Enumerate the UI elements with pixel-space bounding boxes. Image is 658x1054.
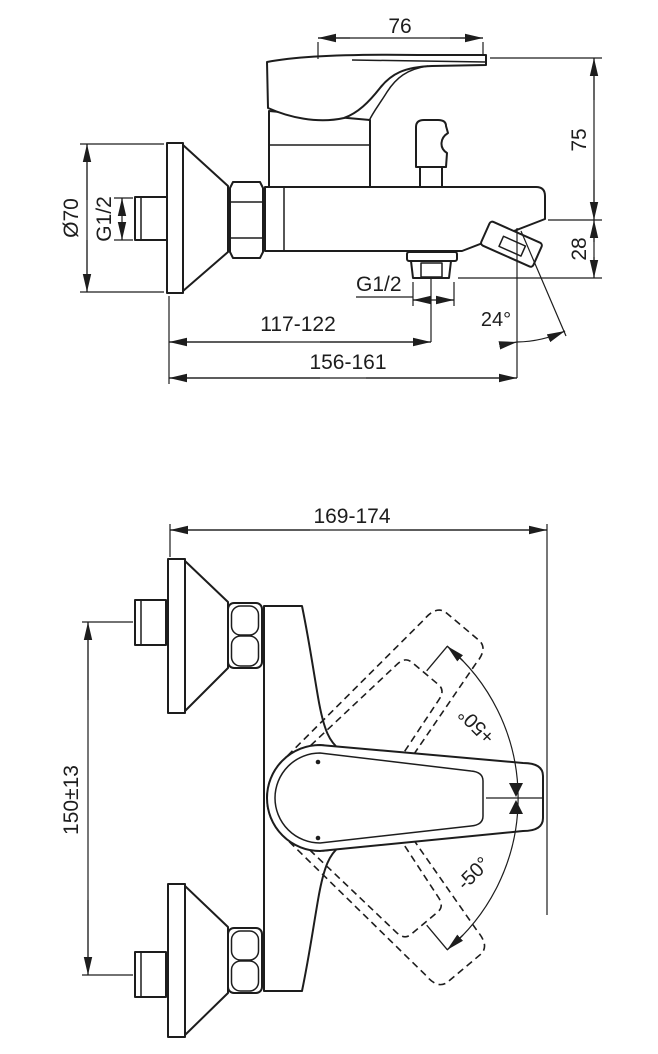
dim-150pm13-label: 150±13	[60, 765, 83, 835]
dim-dia70-label: Ø70	[60, 198, 83, 238]
dim-escutcheon-diameter: Ø70	[60, 143, 164, 293]
handle-centre-arrow-up	[509, 800, 523, 814]
union-nut-facet	[230, 605, 260, 636]
dim-75-label: 75	[568, 128, 591, 151]
union-nut-facet	[230, 930, 260, 961]
dim-plus50-label: +50°	[454, 703, 499, 748]
inlet-nipple	[134, 951, 167, 998]
dim-169-174-label: 169-174	[313, 505, 390, 528]
handle-screw-dot	[315, 835, 321, 841]
dim-inlet-thread: G1/2	[93, 196, 133, 242]
escutcheon-cone	[184, 560, 229, 712]
dim-spout-angle: 24°	[481, 230, 567, 350]
dim-inlet-centres: 150±13	[60, 621, 133, 976]
handle-top-face	[274, 752, 484, 844]
dim-handle-length: 76	[317, 15, 484, 59]
dim-overall-projection: 169-174	[169, 505, 548, 915]
union-nut	[229, 181, 264, 259]
dim-wall-to-shower-outlet: 117-122	[168, 296, 431, 384]
dim-g12-outlet-label: G1/2	[356, 273, 402, 296]
mixer-body	[264, 186, 546, 268]
aerator-insert	[498, 235, 527, 257]
ghost-tip-tick	[426, 924, 448, 951]
shower-outlet	[406, 251, 458, 279]
escutcheon-plate	[166, 142, 184, 294]
dim-wall-to-spout: 156-161	[169, 228, 518, 383]
handle-blade-edge	[351, 59, 487, 63]
union-nut-facet	[230, 635, 260, 667]
escutcheon-cone	[182, 144, 229, 292]
plan-view: +50° -50° 169-174 150±13	[60, 505, 548, 1038]
escutcheon-plate	[167, 883, 186, 1038]
escutcheon-cone	[184, 885, 229, 1036]
ghost-tip-tick	[426, 645, 448, 672]
diverter-knob	[415, 119, 449, 188]
dim-minus50-label: -50°	[453, 853, 495, 895]
dim-117-122-label: 117-122	[260, 313, 336, 336]
handle-screw-dot	[315, 759, 321, 765]
diverter-stem	[419, 166, 443, 188]
dim-76-label: 76	[388, 15, 411, 38]
cartridge-body	[268, 110, 371, 188]
side-view: 76 75 28 Ø70 G1/2	[60, 15, 602, 384]
handle-outline	[266, 53, 487, 122]
union-nut-facet	[230, 960, 260, 992]
handle-centre-arrow-down	[509, 783, 523, 797]
cartridge-neck	[268, 110, 371, 188]
plan-bottom-inlet	[134, 883, 263, 1038]
lever-handle	[266, 53, 487, 122]
dim-24deg-label: 24°	[481, 309, 511, 331]
inlet-nipple	[134, 196, 168, 241]
plan-lever-handle	[266, 744, 544, 852]
dim-shower-outlet-thread: G1/2	[356, 273, 455, 342]
handle-neck-curve	[368, 65, 429, 122]
outlet-bore	[420, 262, 443, 278]
outlet-collar	[406, 251, 458, 262]
inlet-nipple	[134, 599, 167, 646]
dim-spout-drop: 28	[458, 220, 602, 279]
plan-top-inlet	[134, 558, 263, 714]
dim-156-161-label: 156-161	[309, 351, 386, 374]
diverter-knob-cap	[415, 119, 449, 168]
dim-g12-inlet-label: G1/2	[93, 196, 116, 242]
dim-28-label: 28	[568, 237, 591, 260]
dim-height-to-handle: 75	[490, 57, 602, 221]
wall-escutcheon	[134, 142, 264, 294]
escutcheon-plate	[167, 558, 186, 714]
